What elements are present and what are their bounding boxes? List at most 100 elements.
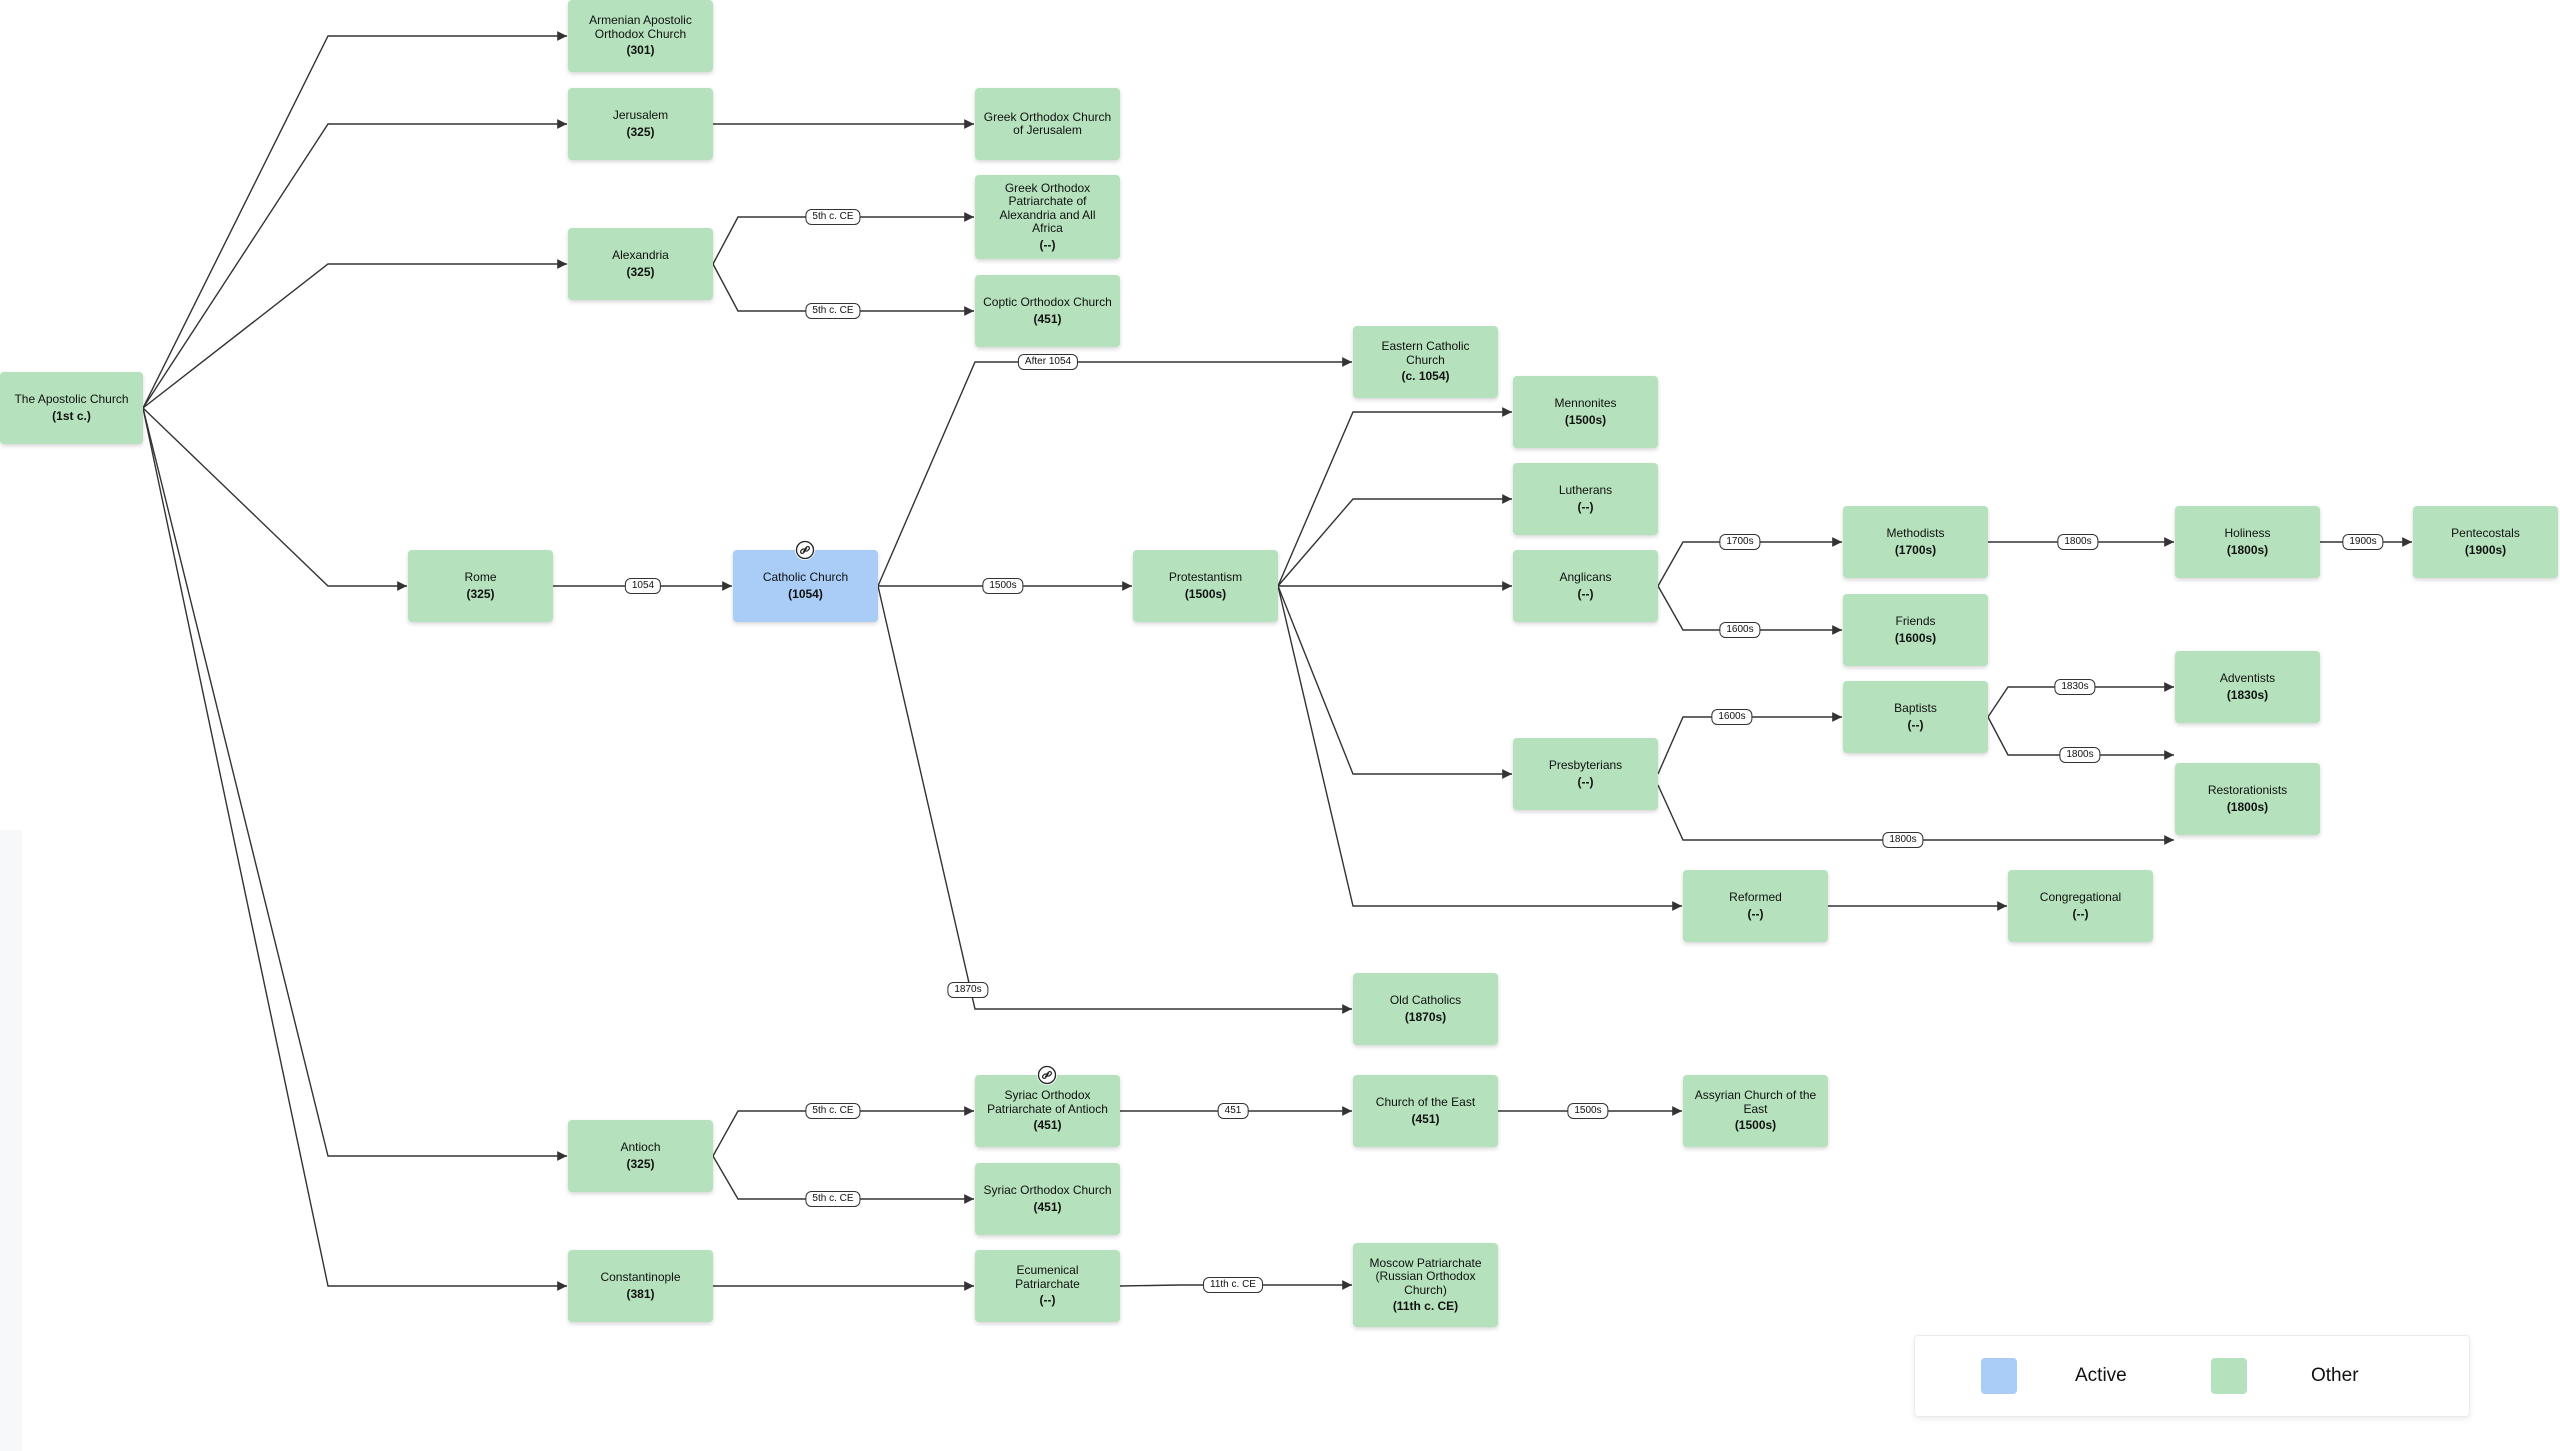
node-label: Presbyterians (1548, 758, 1623, 773)
edge-apostolic-to-constantinople (142, 407, 567, 1291)
edge-label: 1500s (982, 578, 1024, 594)
node-label: Rome (464, 570, 497, 585)
edge-antioch-to-syriac-church (712, 1155, 974, 1204)
node-date: (--) (1577, 499, 1594, 514)
node-moscow[interactable]: Moscow Patriarchate (Russian Orthodox Ch… (1353, 1243, 1498, 1327)
node-date: (1800s) (2226, 542, 2269, 557)
node-label: Alexandria (612, 248, 669, 263)
legend-other-swatch (2211, 1358, 2247, 1394)
node-date: (325) (626, 124, 655, 139)
edge-apostolic-to-antioch (142, 407, 567, 1161)
link-icon[interactable] (1037, 1065, 1057, 1085)
edge-label: 1600s (1711, 709, 1753, 725)
node-pentecostals[interactable]: Pentecostals(1900s) (2413, 506, 2558, 578)
edge-label: 1054 (624, 578, 662, 594)
node-date: (1500s) (1184, 586, 1227, 601)
node-greek-alex[interactable]: Greek Orthodox Patriarchate of Alexandri… (975, 175, 1120, 259)
edge-presbyterians-to-restorationists (1657, 784, 2174, 845)
edge-label: 1800s (2057, 534, 2099, 550)
edge-antioch-to-syriac-patr (712, 1106, 974, 1157)
node-coptic[interactable]: Coptic Orthodox Church(451) (975, 275, 1120, 347)
node-armenian[interactable]: Armenian Apostolic Orthodox Church(301) (568, 0, 713, 72)
node-date: (1700s) (1894, 542, 1937, 557)
edge-label: 5th c. CE (805, 1103, 861, 1119)
node-eastern-cath[interactable]: Eastern Catholic Church(c. 1054) (1353, 326, 1498, 398)
edge-alexandria-to-coptic (712, 263, 974, 316)
node-lutherans[interactable]: Lutherans(--) (1513, 463, 1658, 535)
node-holiness[interactable]: Holiness(1800s) (2175, 506, 2320, 578)
edge-label: 1870s (947, 982, 989, 998)
node-presbyterians[interactable]: Presbyterians(--) (1513, 738, 1658, 810)
edge-apostolic-to-rome (142, 407, 407, 591)
node-label: Restorationists (2207, 783, 2288, 798)
node-date: (1900s) (2464, 542, 2507, 557)
node-mennonites[interactable]: Mennonites(1500s) (1513, 376, 1658, 448)
node-date: (451) (1033, 311, 1062, 326)
node-label: Mennonites (1554, 396, 1617, 411)
node-baptists[interactable]: Baptists(--) (1843, 681, 1988, 753)
node-reformed[interactable]: Reformed(--) (1683, 870, 1828, 942)
node-label: Eastern Catholic Church (1381, 339, 1470, 367)
node-greek-jer[interactable]: Greek Orthodox Church of Jerusalem (975, 88, 1120, 160)
node-old-catholics[interactable]: Old Catholics(1870s) (1353, 973, 1498, 1045)
node-apostolic[interactable]: The Apostolic Church(1st c.) (0, 372, 143, 444)
node-date: (1500s) (1734, 1118, 1777, 1133)
node-date: (1500s) (1564, 412, 1607, 427)
node-assyrian[interactable]: Assyrian Church of the East(1500s) (1683, 1075, 1828, 1147)
node-label: Reformed (1729, 890, 1782, 905)
node-label: The Apostolic Church (14, 392, 129, 407)
node-date: (--) (1039, 237, 1056, 252)
node-adventists[interactable]: Adventists(1830s) (2175, 651, 2320, 723)
edge-label: 1600s (1719, 622, 1761, 638)
node-alexandria[interactable]: Alexandria(325) (568, 228, 713, 300)
edge-label: 451 (1217, 1103, 1249, 1119)
node-syriac-patr[interactable]: Syriac Orthodox Patriarchate of Antioch(… (975, 1075, 1120, 1147)
node-date: (325) (466, 586, 495, 601)
node-anglicans[interactable]: Anglicans(--) (1513, 550, 1658, 622)
edge-alexandria-to-greek-alex (712, 212, 974, 265)
legend: Active Other (1914, 1335, 2470, 1417)
node-restorationists[interactable]: Restorationists(1800s) (2175, 763, 2320, 835)
edge-label: 1800s (1882, 832, 1924, 848)
left-edge-strip (0, 830, 22, 1451)
node-date: (325) (626, 1156, 655, 1171)
edge-catholic-to-old-catholics (877, 585, 1352, 1014)
node-syriac-church[interactable]: Syriac Orthodox Church(451) (975, 1163, 1120, 1235)
node-label: Pentecostals (2451, 526, 2520, 541)
node-label: Coptic Orthodox Church (983, 295, 1112, 310)
node-constantinople[interactable]: Constantinople(381) (568, 1250, 713, 1322)
edge-protestantism-to-mennonites (1277, 407, 1512, 587)
node-label: Constantinople (600, 1270, 681, 1285)
edge-anglicans-to-methodists (1657, 537, 1842, 587)
edge-label: 1900s (2342, 534, 2384, 550)
edge-label: 5th c. CE (805, 303, 861, 319)
legend-other-label: Other (2311, 1365, 2359, 1386)
node-label: Church of the East (1375, 1095, 1476, 1110)
node-congregational[interactable]: Congregational(--) (2008, 870, 2153, 942)
legend-active-swatch (1981, 1358, 2017, 1394)
edge-presbyterians-to-baptists (1657, 712, 1842, 775)
node-friends[interactable]: Friends(1600s) (1843, 594, 1988, 666)
edge-label: 11th c. CE (1203, 1277, 1263, 1293)
edge-label: 1800s (2059, 747, 2101, 763)
edge-apostolic-to-jerusalem (142, 119, 567, 409)
node-methodists[interactable]: Methodists(1700s) (1843, 506, 1988, 578)
node-label: Jerusalem (612, 108, 669, 123)
link-icon[interactable] (795, 540, 815, 560)
node-rome[interactable]: Rome(325) (408, 550, 553, 622)
node-protestantism[interactable]: Protestantism(1500s) (1133, 550, 1278, 622)
node-date: (--) (1039, 1293, 1056, 1308)
node-label: Adventists (2219, 671, 2276, 686)
node-date: (451) (1411, 1111, 1440, 1126)
node-ecumenical[interactable]: Ecumenical Patriarchate(--) (975, 1250, 1120, 1322)
node-catholic[interactable]: Catholic Church(1054) (733, 550, 878, 622)
node-jerusalem[interactable]: Jerusalem(325) (568, 88, 713, 160)
node-label: Methodists (1886, 526, 1945, 541)
node-label: Antioch (620, 1140, 661, 1155)
node-church-east[interactable]: Church of the East(451) (1353, 1075, 1498, 1147)
edge-protestantism-to-reformed (1277, 585, 1682, 911)
node-label: Congregational (2039, 890, 2122, 905)
node-antioch[interactable]: Antioch(325) (568, 1120, 713, 1192)
node-date: (1600s) (1894, 630, 1937, 645)
